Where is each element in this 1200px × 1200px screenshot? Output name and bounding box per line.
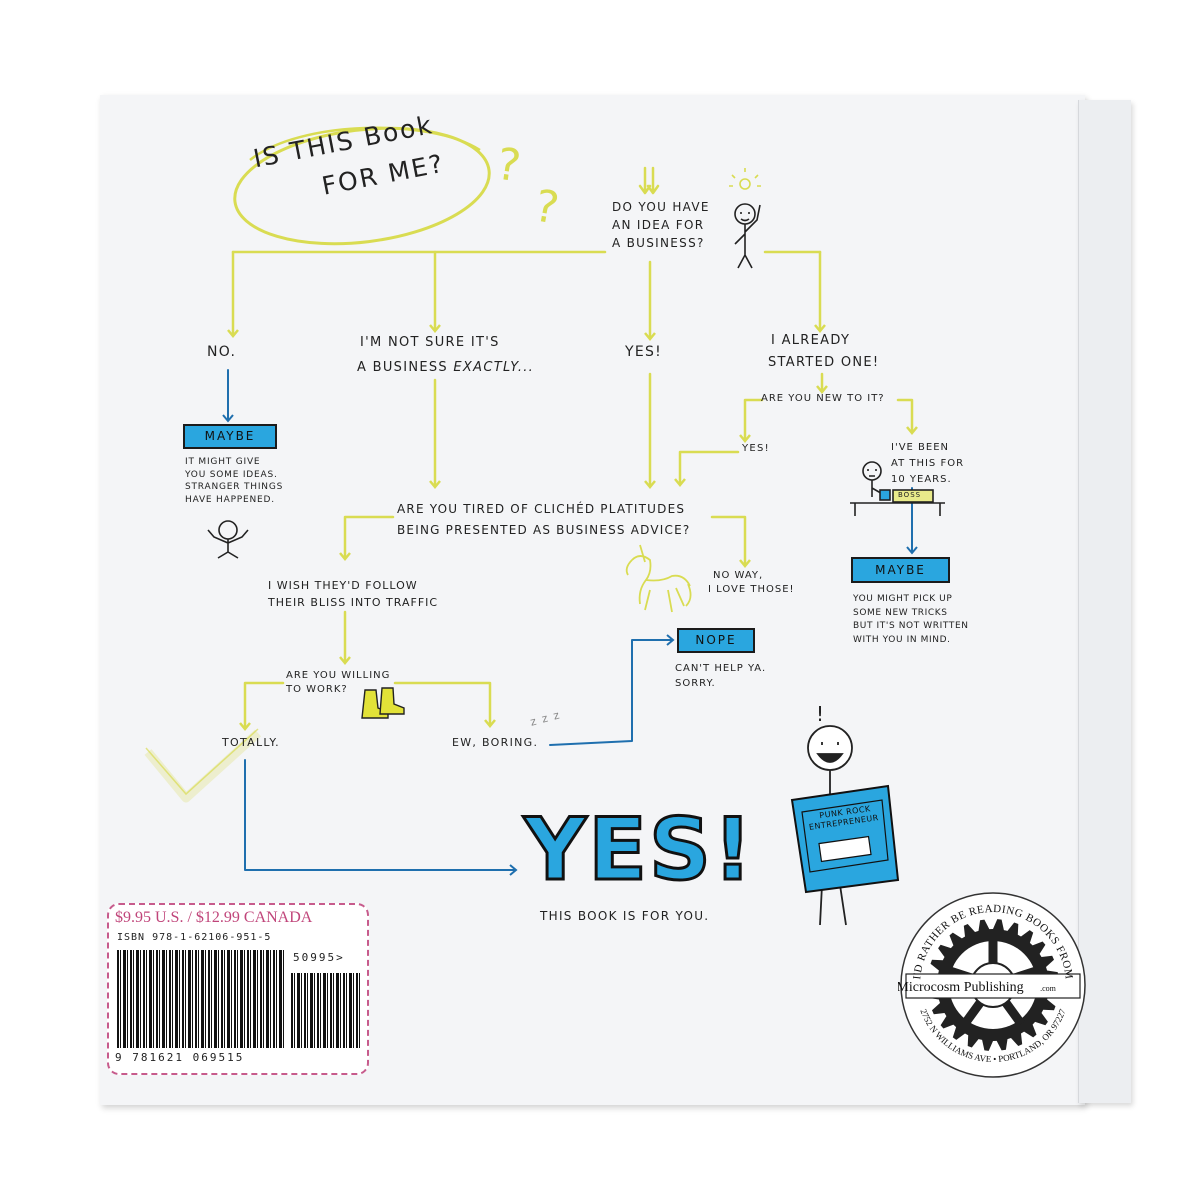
veteran-answer: I'VE BEEN AT THIS FOR 10 YEARS. xyxy=(891,440,964,488)
totally-answer: TOTALLY. xyxy=(222,736,280,749)
logo-banner xyxy=(905,973,1081,999)
veteran-line: AT THIS FOR xyxy=(891,458,965,469)
arrow-totally-to-yes xyxy=(244,759,518,876)
branch-yes: YES! xyxy=(625,344,663,360)
veteran-line: 10 YEARS. xyxy=(891,474,952,485)
nope-line: SORRY. xyxy=(675,678,716,689)
title-bubble xyxy=(233,126,491,246)
maybe-no-description: IT MIGHT GIVE YOU SOME IDEAS. STRANGER T… xyxy=(185,456,283,506)
description-line: YOU SOME IDEAS. xyxy=(185,469,278,480)
platitudes-question: ARE YOU TIRED OF CLICHÉD PLATITUDES BEIN… xyxy=(397,499,690,541)
start-question-line: AN IDEA FOR xyxy=(612,218,705,232)
branch-started: I ALREADY STARTED ONE! xyxy=(768,330,879,374)
lightbulb-icon xyxy=(729,168,761,190)
branch-not-sure: I'M NOT SURE IT'S A BUSINESS EXACTLY... xyxy=(357,330,534,380)
arrow-boring-to-nope xyxy=(549,634,675,746)
price-barcode-sticker: $9.95 U.S. / $12.99 CANADA ISBN 978-1-62… xyxy=(107,903,369,1075)
love-those-answer: NO WAY, I LOVE THOSE! xyxy=(708,569,795,597)
publisher-logo: Microcosm Publishing .com I'D RATHER BE … xyxy=(898,892,1086,1078)
boss-sign: BOSS xyxy=(898,491,922,499)
platitudes-line: ARE YOU TIRED OF CLICHÉD PLATITUDES xyxy=(397,502,686,516)
maybe-box: MAYBE xyxy=(183,424,277,449)
arrow-new-to-yes xyxy=(739,398,764,443)
double-down-arrow xyxy=(638,166,660,195)
not-sure-line-2a: A BUSINESS xyxy=(357,360,454,375)
description-line: YOU MIGHT PICK UP xyxy=(853,594,953,604)
bliss-line: I WISH THEY'D FOLLOW xyxy=(268,579,418,592)
work-line: ARE YOU WILLING xyxy=(286,670,391,681)
maybe-box-veteran: MAYBE xyxy=(851,557,950,583)
result-yes: YES! xyxy=(522,799,755,902)
barcode-number: 9 781621 069515 xyxy=(115,1051,245,1064)
checkmark-doodle xyxy=(144,729,262,803)
arrow-platitudes-to-love xyxy=(710,515,751,568)
description-line: WITH YOU IN MIND. xyxy=(853,634,951,645)
veteran-line: I'VE BEEN xyxy=(891,442,950,453)
nope-description: CAN'T HELP YA. SORRY. xyxy=(675,661,766,691)
bliss-line: THEIR BLISS INTO TRAFFIC xyxy=(268,596,439,609)
boring-answer: EW, BORING. xyxy=(452,736,539,749)
isbn-label: ISBN 978-1-62106-951-5 xyxy=(117,932,272,943)
arrow-work-to-totally xyxy=(239,681,285,731)
work-line: TO WORK? xyxy=(286,684,348,695)
description-line: HAVE HAPPENED. xyxy=(185,494,275,505)
not-sure-emphasis: EXACTLY... xyxy=(453,360,535,375)
description-line: IT MIGHT GIVE xyxy=(185,457,261,467)
arrow-work-to-boring xyxy=(393,681,496,728)
publisher-suffix: .com xyxy=(1040,984,1057,993)
branch-no: NO. xyxy=(207,344,237,360)
idea-figure xyxy=(734,203,761,269)
platitudes-line: BEING PRESENTED AS BUSINESS ADVICE? xyxy=(397,523,691,537)
start-question-line: DO YOU HAVE xyxy=(612,200,710,214)
shrug-figure xyxy=(207,520,249,559)
start-question: DO YOU HAVE AN IDEA FOR A BUSINESS? xyxy=(612,198,710,252)
result-caption: THIS BOOK IS FOR YOU. xyxy=(540,909,710,923)
work-question: ARE YOU WILLING TO WORK? xyxy=(286,669,390,697)
nope-line: CAN'T HELP YA. xyxy=(675,663,767,674)
started-line: I ALREADY xyxy=(771,333,851,348)
cover-flap xyxy=(1078,100,1131,1103)
maybe-veteran-description: YOU MIGHT PICK UP SOME NEW TRICKS BUT IT… xyxy=(853,593,969,647)
barcode-main xyxy=(117,950,285,1048)
desk-figure xyxy=(850,461,945,516)
unicorn-doodle xyxy=(625,544,692,613)
love-line: NO WAY, xyxy=(713,570,764,581)
boots-icon xyxy=(361,687,405,719)
checkmark-outline xyxy=(145,728,259,796)
not-sure-line-2: A BUSINESS EXACTLY... xyxy=(357,355,534,380)
arrow-platitudes-to-bliss xyxy=(339,515,395,561)
held-book xyxy=(790,784,900,894)
publisher-name: Microcosm Publishing xyxy=(898,980,1024,995)
nope-box: NOPE xyxy=(677,628,755,653)
start-question-line: A BUSINESS? xyxy=(612,236,705,250)
description-line: STRANGER THINGS xyxy=(185,482,284,492)
started-line: STARTED ONE! xyxy=(768,355,880,370)
barcode-addon-number: 50995> xyxy=(293,951,345,964)
love-line: I LOVE THOSE! xyxy=(708,584,795,595)
arrow-new-yes-to-platitudes xyxy=(674,450,740,487)
barcode-addon xyxy=(291,973,361,1048)
new-yes: YES! xyxy=(742,443,770,454)
reader-figure xyxy=(807,725,853,926)
bliss-answer: I WISH THEY'D FOLLOW THEIR BLISS INTO TR… xyxy=(268,577,438,611)
price-label: $9.95 U.S. / $12.99 CANADA xyxy=(115,909,313,926)
description-line: BUT IT'S NOT WRITTEN xyxy=(853,621,969,631)
not-sure-line-1: I'M NOT SURE IT'S xyxy=(360,335,500,350)
description-line: SOME NEW TRICKS xyxy=(853,607,948,618)
arrow-new-to-veteran xyxy=(896,398,918,435)
exclamation-mark: ! xyxy=(816,702,826,726)
gear-spoke xyxy=(1001,998,1025,1027)
new-question: ARE YOU NEW TO IT? xyxy=(761,393,885,404)
gear-spoke xyxy=(961,998,985,1027)
